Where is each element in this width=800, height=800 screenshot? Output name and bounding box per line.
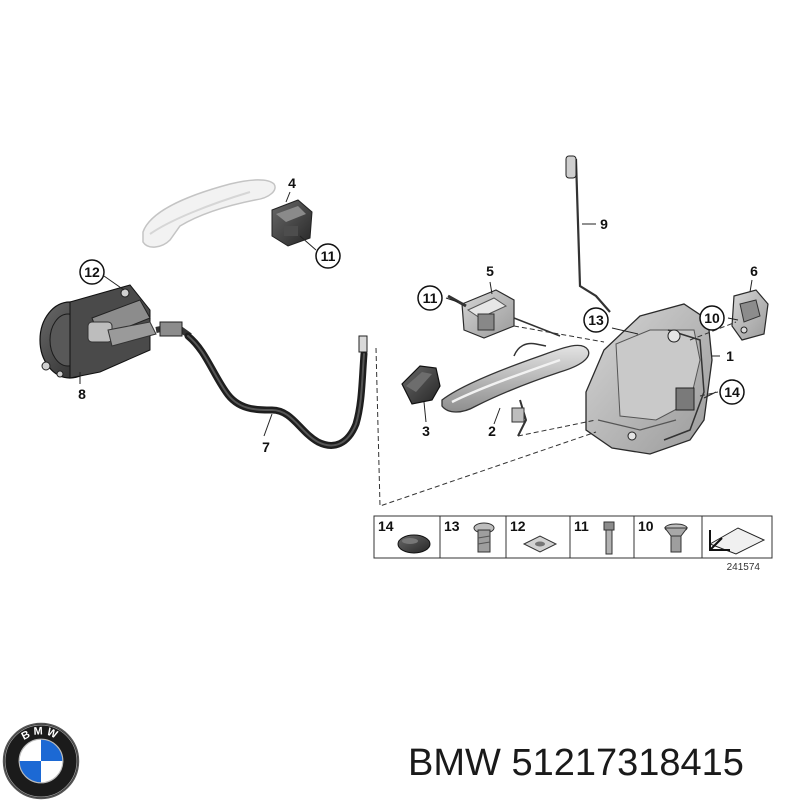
svg-text:13: 13 bbox=[588, 312, 604, 328]
legend-label-10: 10 bbox=[638, 518, 654, 534]
leader-line bbox=[493, 407, 501, 425]
legend-label-14: 14 bbox=[378, 518, 394, 534]
cover-part-3 bbox=[401, 365, 441, 405]
brand-name: BMW bbox=[408, 742, 501, 784]
part-title: BMW 51217318415 bbox=[408, 738, 793, 788]
rod-part-9 bbox=[565, 155, 611, 313]
bolt-icon bbox=[603, 521, 615, 555]
leader-line bbox=[611, 327, 639, 335]
callout-3: 3 bbox=[422, 423, 430, 439]
callout-11-mid: 11 bbox=[417, 285, 443, 311]
legend-label-13: 13 bbox=[444, 518, 460, 534]
diagram-reference-number: 241574 bbox=[727, 562, 761, 573]
hardware-legend: 14 13 12 11 10 bbox=[373, 515, 773, 559]
leader-line bbox=[285, 191, 291, 203]
striker-part-6 bbox=[731, 289, 769, 341]
leader-line bbox=[423, 401, 427, 423]
callout-1: 1 bbox=[726, 348, 734, 364]
part-number: 51217318415 bbox=[511, 742, 744, 784]
callout-5: 5 bbox=[486, 263, 494, 279]
bracket-part-4 bbox=[271, 199, 313, 247]
svg-text:14: 14 bbox=[724, 384, 740, 400]
callout-11-top: 11 bbox=[315, 243, 341, 269]
leader-line bbox=[727, 317, 739, 321]
door-lock-part-1 bbox=[585, 303, 713, 455]
logo-letters: BMW bbox=[20, 725, 59, 742]
leader-line bbox=[299, 235, 317, 251]
legend-label-12: 12 bbox=[510, 518, 526, 534]
svg-text:11: 11 bbox=[321, 248, 336, 264]
leader-line bbox=[749, 279, 753, 293]
callout-2: 2 bbox=[488, 423, 496, 439]
leader-line bbox=[263, 413, 273, 437]
svg-text:12: 12 bbox=[84, 264, 100, 280]
callout-4: 4 bbox=[288, 175, 296, 191]
carrier-bracket-part-5 bbox=[447, 289, 561, 339]
leader-line bbox=[103, 275, 125, 291]
svg-text:11: 11 bbox=[423, 290, 438, 306]
svg-text:BMW: BMW bbox=[20, 725, 63, 742]
ghost-handle-part bbox=[142, 179, 276, 248]
leader-line bbox=[445, 297, 459, 303]
callout-7: 7 bbox=[262, 439, 270, 455]
screw-icon bbox=[473, 522, 495, 553]
callout-9: 9 bbox=[600, 216, 608, 232]
callout-10: 10 bbox=[699, 305, 725, 331]
bmw-logo: BMW bbox=[2, 722, 80, 800]
svg-text:10: 10 bbox=[704, 310, 720, 326]
callout-14: 14 bbox=[719, 379, 745, 405]
callout-12: 12 bbox=[79, 259, 105, 285]
leader-line bbox=[703, 391, 717, 399]
assembly-lines bbox=[375, 321, 737, 507]
callout-8: 8 bbox=[78, 386, 86, 402]
plug-icon bbox=[397, 534, 431, 554]
clip-nut-icon bbox=[522, 535, 558, 553]
legend-label-11: 11 bbox=[574, 518, 589, 534]
door-handle-part-2 bbox=[441, 342, 590, 437]
countersunk-screw-icon bbox=[664, 523, 688, 553]
bowden-cable-part bbox=[155, 321, 368, 449]
callout-6: 6 bbox=[750, 263, 758, 279]
lock-cylinder-part bbox=[39, 284, 157, 379]
direction-arrow-icon bbox=[708, 527, 766, 555]
leader-line bbox=[489, 281, 493, 295]
callout-13: 13 bbox=[583, 307, 609, 333]
